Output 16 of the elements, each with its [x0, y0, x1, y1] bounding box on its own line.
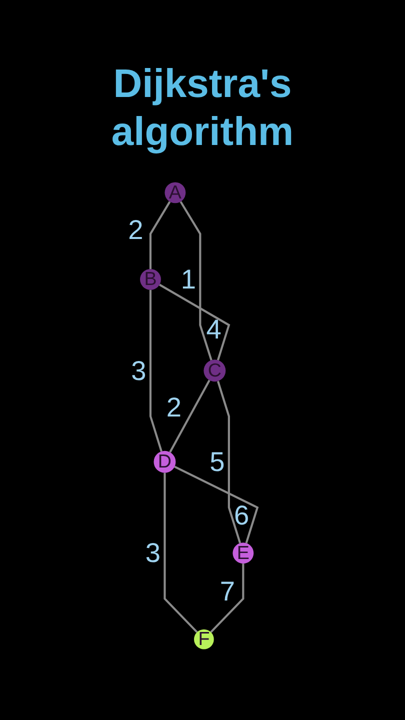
- node-circle: A: [164, 182, 186, 204]
- edge-label: 3: [131, 356, 146, 386]
- edge-label: 2: [166, 392, 182, 423]
- node-circle: D: [154, 450, 176, 473]
- edge-label: 5: [210, 446, 225, 477]
- edge-label: 3: [145, 538, 161, 568]
- edge-label: 2: [128, 214, 144, 245]
- node-circle: F: [194, 628, 214, 650]
- node-circle: C: [204, 360, 226, 382]
- edge-label: 4: [206, 314, 222, 345]
- edge-label: 7: [220, 576, 235, 606]
- edge-label: 1: [180, 264, 196, 294]
- node-circle: E: [232, 542, 254, 564]
- node-circle: B: [140, 268, 161, 290]
- diagram-title: Dijkstra's algorithm: [110, 61, 295, 156]
- edge-label: 6: [234, 500, 250, 530]
